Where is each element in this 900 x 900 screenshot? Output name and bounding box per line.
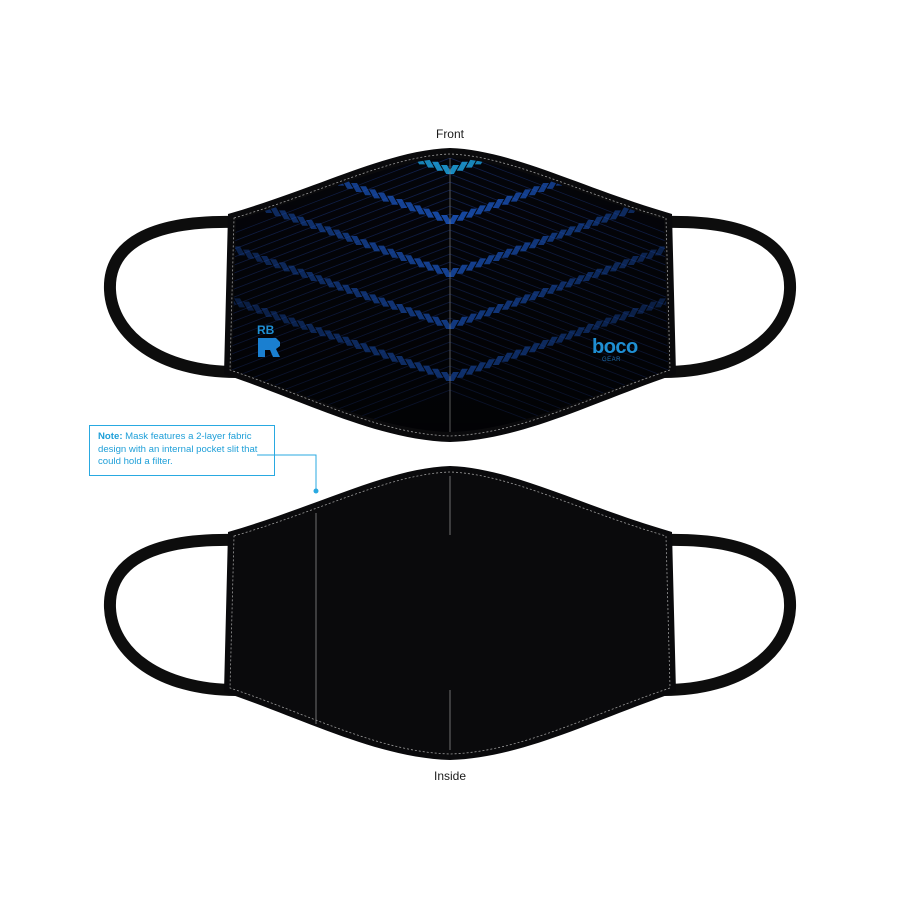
inside-view-label: Inside (433, 769, 467, 783)
boco-logo-subtext: GEAR (602, 357, 622, 363)
note-callout: Note: Mask features a 2-layer fabric des… (89, 425, 275, 476)
boco-logo: boco (592, 336, 638, 358)
right-ear-strap (663, 215, 797, 378)
inside-mask-illustration (103, 466, 797, 760)
right-ear-strap-inside (663, 533, 797, 696)
svg-text:RB: RB (257, 323, 275, 337)
note-text: Mask features a 2-layer fabric design wi… (98, 431, 258, 468)
front-view-label: Front (435, 127, 464, 141)
left-ear-strap-inside (103, 533, 237, 696)
note-prefix: Note: (98, 431, 123, 442)
left-ear-strap (103, 215, 237, 378)
front-mask-illustration (103, 148, 797, 442)
rb-logo: RB (256, 322, 282, 358)
inside-mask-body (224, 466, 676, 760)
